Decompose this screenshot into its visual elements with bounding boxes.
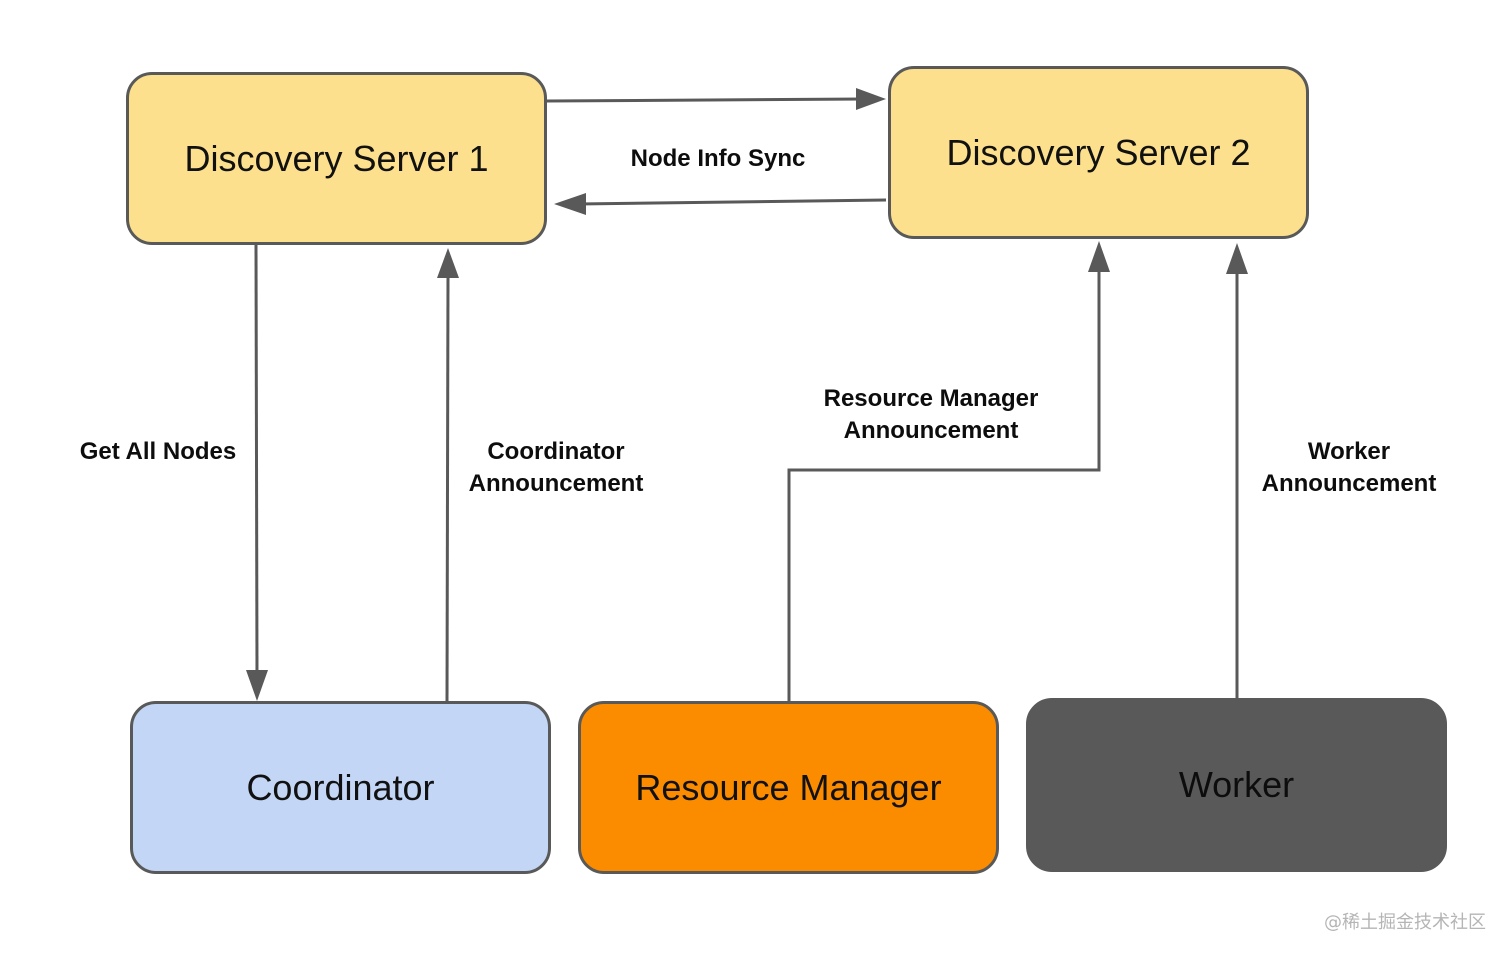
resource-manager-node: Resource Manager (578, 701, 999, 874)
rm-announcement-arrow (787, 268, 1101, 701)
worker-node: Worker (1026, 698, 1447, 872)
resource-manager-announcement-line-2: Announcement (843, 417, 1019, 444)
get-all-nodes-text: Get All Nodes (79, 438, 237, 465)
get-all-nodes-arrow (254, 244, 259, 677)
watermark: @稀土掘金技术社区 (1324, 912, 1486, 933)
node-info-sync-label: Node Info Sync (600, 143, 836, 175)
get-all-nodes-arrowhead (246, 670, 268, 701)
discovery-server-1-node: Discovery Server 1 (126, 72, 547, 245)
coordinator-announcement-line-1: Coordinator (487, 438, 625, 465)
worker-announcement-line-1: Worker (1307, 438, 1391, 465)
worker-announcement-label: Worker Announcement (1240, 436, 1458, 500)
worker-label: Worker (1178, 764, 1295, 805)
coordinator-announcement-line-2: Announcement (468, 470, 644, 497)
discovery-server-2-label: Discovery Server 2 (946, 131, 1251, 173)
coordinator-announcement-label: Coordinator Announcement (440, 436, 672, 500)
rm-announcement-arrowhead (1088, 241, 1110, 272)
discovery-server-2-node: Discovery Server 2 (888, 66, 1309, 239)
coordinator-node: Coordinator (130, 701, 551, 874)
coordinator-label: Coordinator (246, 766, 435, 808)
get-all-nodes-label: Get All Nodes (50, 436, 266, 468)
sync-arrow-to-ds1 (577, 198, 887, 206)
resource-manager-label: Resource Manager (635, 766, 942, 808)
sync-arrowhead-ds1 (554, 193, 586, 215)
coordinator-announcement-arrow (445, 273, 450, 702)
worker-announcement-arrowhead (1226, 243, 1248, 274)
resource-manager-announcement-line-1: Resource Manager (823, 385, 1039, 412)
node-info-sync-text: Node Info Sync (630, 145, 806, 172)
worker-announcement-line-2: Announcement (1261, 470, 1437, 497)
sync-arrowhead-ds2 (856, 88, 886, 110)
sync-arrow-to-ds2 (546, 97, 865, 103)
coordinator-announcement-arrowhead (437, 248, 459, 278)
resource-manager-announcement-label: Resource Manager Announcement (790, 383, 1072, 447)
discovery-server-1-label: Discovery Server 1 (184, 137, 489, 179)
